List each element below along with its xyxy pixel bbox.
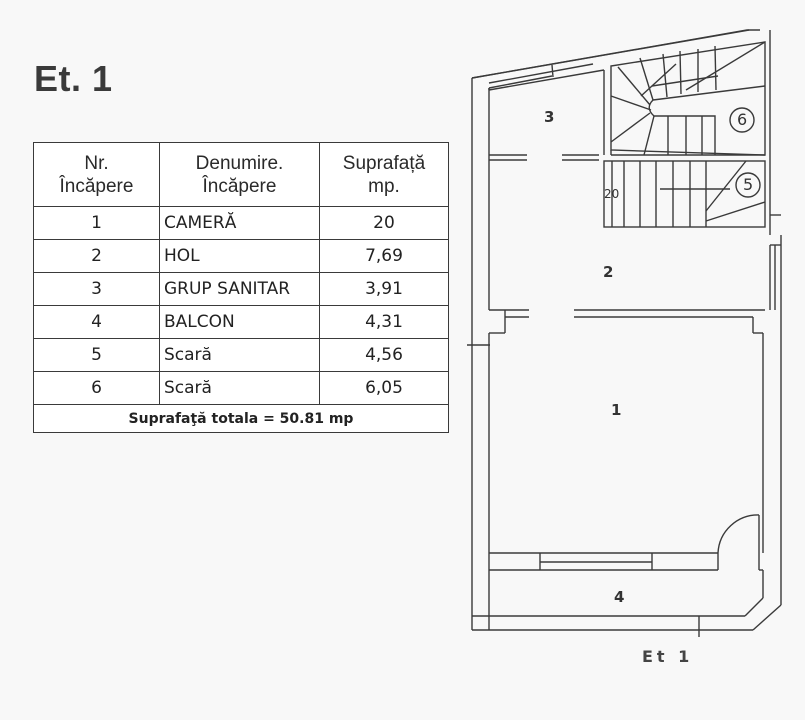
header-nr: Nr.Încăpere: [33, 142, 160, 207]
stair-6-label: 6: [737, 110, 748, 129]
room-name: GRUP SANITAR: [159, 272, 320, 306]
table-row: 2 HOL 7,69: [33, 239, 449, 273]
outer-walls: [467, 29, 782, 637]
step-count: 20: [604, 187, 620, 201]
table-row: 4 BALCON 4,31: [33, 305, 449, 339]
table-row: 1 CAMERĂ 20: [33, 206, 449, 240]
top-window: [488, 63, 605, 91]
plan-caption: Et 1: [642, 647, 694, 666]
room-area: 20: [319, 206, 449, 240]
room-label-2: 2: [603, 263, 614, 281]
room-area: 3,91: [319, 272, 449, 306]
total-area: Suprafaţă totala = 50.81 mp: [33, 404, 449, 433]
room-area: 4,56: [319, 338, 449, 372]
table-row: 5 Scară 4,56: [33, 338, 449, 372]
stair-6: [610, 41, 766, 156]
room-number: 6: [33, 371, 160, 405]
floor-title: Et. 1: [34, 58, 113, 99]
room-name: Scară: [159, 371, 320, 405]
stair-5-marker: [735, 172, 761, 198]
stair-5: [603, 160, 766, 228]
room-label-3: 3: [544, 108, 555, 126]
room-name: HOL: [159, 239, 320, 273]
room-area: 6,05: [319, 371, 449, 405]
total-row: Suprafaţă totala = 50.81 mp: [33, 404, 449, 433]
header-name: Denumire.Încăpere: [159, 142, 320, 207]
table-row: 6 Scară 6,05: [33, 371, 449, 405]
room-area: 4,31: [319, 305, 449, 339]
room-number: 1: [33, 206, 160, 240]
room-area: 7,69: [319, 239, 449, 273]
inner-walls: [488, 70, 765, 616]
room-name: Scară: [159, 338, 320, 372]
stair-5-label: 5: [743, 175, 754, 194]
room-name: CAMERĂ: [159, 206, 320, 240]
room-label-4: 4: [614, 588, 625, 606]
room-number: 5: [33, 338, 160, 372]
room-number: 4: [33, 305, 160, 339]
room-label-1: 1: [611, 401, 622, 419]
stair-6-marker: [729, 107, 755, 133]
table-row: 3 GRUP SANITAR 3,91: [33, 272, 449, 306]
